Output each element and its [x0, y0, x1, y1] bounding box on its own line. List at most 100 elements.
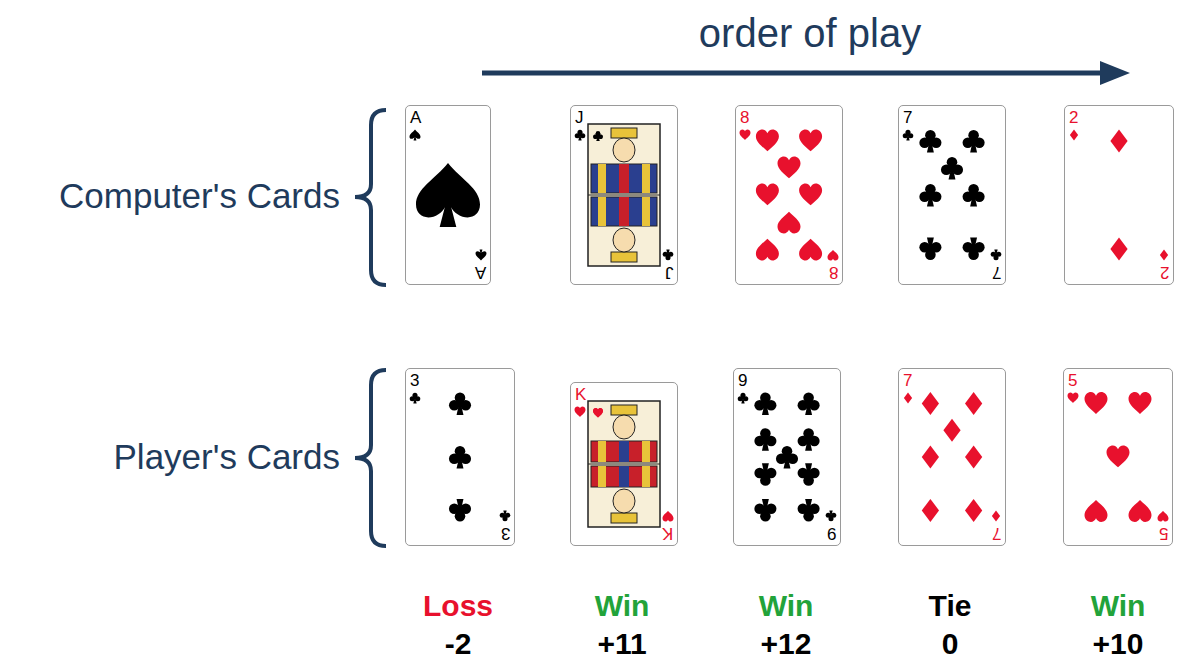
- card-rank: A: [475, 264, 486, 281]
- card-art: [611, 405, 637, 415]
- suit-pip: [919, 184, 941, 207]
- card-rank: 9: [827, 525, 836, 542]
- suit-pip: [754, 393, 776, 416]
- suit-pip: [826, 511, 837, 522]
- suit-pip: [922, 446, 939, 469]
- card-rank: 7: [903, 109, 912, 126]
- suit-pip: [798, 499, 820, 522]
- suit-pip: [919, 130, 941, 153]
- face-frame: [588, 401, 660, 527]
- suit-pip: [778, 212, 801, 234]
- card-art: [613, 228, 635, 252]
- card-art: [591, 164, 657, 193]
- suit-pip: [778, 157, 801, 179]
- suit-pip: [776, 446, 798, 469]
- face-frame: [588, 124, 660, 266]
- card-rank: J: [665, 264, 674, 281]
- suit-pip: [1158, 511, 1169, 521]
- card-art: [611, 252, 637, 262]
- card-rank: 3: [410, 372, 419, 389]
- suit-pip: [963, 130, 985, 153]
- suit-pip: [593, 408, 603, 418]
- suit-pip: [449, 499, 471, 522]
- suit-pip: [593, 408, 603, 418]
- suit-pip: [756, 130, 779, 152]
- suit-pip: [756, 239, 779, 261]
- suit-pip: [740, 130, 751, 140]
- result-label: Win: [595, 589, 650, 624]
- arrow-head: [1100, 61, 1130, 85]
- suit-pip: [965, 499, 982, 522]
- card-art: [598, 197, 606, 226]
- face-figure: [591, 405, 657, 462]
- card-rank: 2: [1160, 264, 1169, 281]
- order-arrow: [482, 71, 1104, 76]
- suit-pip: [1070, 130, 1078, 141]
- face-divider: [588, 464, 660, 465]
- suit-pip: [756, 184, 779, 206]
- card-art: [619, 164, 629, 193]
- suit-pip: [922, 499, 939, 522]
- face-figure: [591, 128, 657, 193]
- playing-card: 22: [1064, 105, 1174, 285]
- card-rank: 3: [501, 525, 510, 542]
- group-label: Player's Cards: [114, 437, 340, 477]
- result-label: Loss: [423, 589, 493, 624]
- card-art: [613, 415, 635, 439]
- suit-pip: [754, 428, 776, 451]
- suit-pip: [1129, 392, 1152, 414]
- suit-pip: [965, 392, 982, 415]
- card-rank: 5: [1159, 525, 1168, 542]
- score-value: +11: [597, 627, 646, 662]
- card-art: [619, 466, 629, 487]
- suit-pip: [798, 393, 820, 416]
- suit-pip: [943, 419, 960, 442]
- suit-pip: [919, 238, 941, 261]
- playing-card: JJ: [570, 105, 678, 285]
- playing-card: 88: [735, 105, 843, 285]
- suit-pip: [992, 511, 1000, 522]
- card-rank: 8: [740, 109, 749, 126]
- suit-pip: [965, 446, 982, 469]
- suit-pip: [416, 163, 480, 227]
- card-rank: 7: [992, 264, 1001, 281]
- suit-pip: [1129, 500, 1152, 522]
- face-divider: [588, 195, 660, 196]
- result-label: Tie: [929, 589, 972, 624]
- playing-card: 99: [733, 368, 841, 546]
- card-art: [598, 441, 606, 462]
- card-art: [591, 466, 657, 487]
- suit-pip: [663, 250, 674, 261]
- score-value: +10: [1093, 627, 1144, 662]
- suit-pip: [410, 130, 421, 141]
- card-art: [642, 197, 650, 226]
- curly-brace: [355, 370, 386, 546]
- card-rank: 7: [992, 525, 1001, 542]
- card-art: [598, 164, 606, 193]
- suit-pip: [1068, 393, 1079, 403]
- suit-pip: [575, 130, 586, 141]
- card-art: [642, 164, 650, 193]
- suit-pip: [738, 393, 749, 404]
- card-rank: K: [575, 386, 586, 403]
- card-art: [642, 441, 650, 462]
- group-label: Computer's Cards: [59, 176, 340, 216]
- score-value: 0: [942, 627, 959, 662]
- playing-card: KK: [570, 382, 678, 546]
- card-art: [642, 466, 650, 487]
- suit-pip: [500, 511, 511, 522]
- suit-pip: [1110, 130, 1127, 153]
- card-rank: 5: [1068, 372, 1077, 389]
- suit-pip: [903, 130, 914, 141]
- suit-pip: [798, 463, 820, 486]
- card-art: [613, 489, 635, 513]
- card-rank: 9: [738, 372, 747, 389]
- result-label: Win: [1091, 589, 1146, 624]
- card-art: [611, 128, 637, 138]
- arrow-label: order of play: [699, 10, 921, 56]
- suit-pip: [575, 407, 586, 417]
- card-art: [591, 197, 657, 226]
- suit-pip: [799, 184, 822, 206]
- card-art: [613, 138, 635, 162]
- suit-pip: [754, 499, 776, 522]
